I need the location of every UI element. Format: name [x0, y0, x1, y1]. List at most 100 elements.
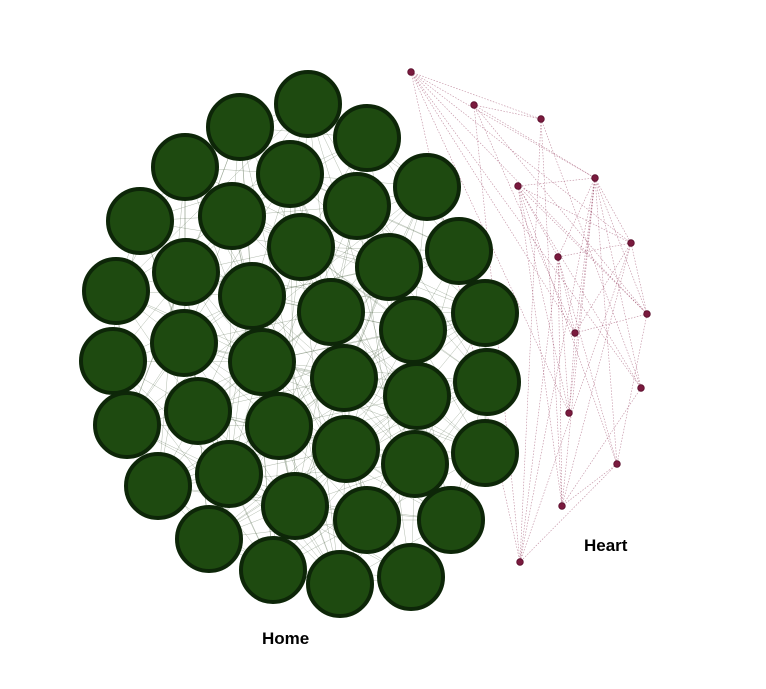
heart-node [470, 101, 478, 109]
graph-edge [473, 104, 576, 334]
graph-edge [228, 215, 233, 475]
heart-nodes [407, 68, 651, 566]
home-node [239, 536, 307, 604]
graph-edge [473, 104, 542, 120]
home-node [453, 348, 521, 416]
heart-cluster-label: Heart [584, 536, 628, 555]
graph-edge [519, 463, 618, 563]
graph-edge [557, 242, 632, 258]
heart-node [407, 68, 415, 76]
home-node [333, 104, 401, 172]
heart-node [591, 174, 599, 182]
graph-edge [594, 177, 618, 465]
heart-node [516, 558, 524, 566]
home-node [451, 279, 519, 347]
home-node [383, 362, 451, 430]
home-node [79, 327, 147, 395]
graph-edge [410, 71, 576, 334]
home-node [393, 153, 461, 221]
home-node [312, 415, 380, 483]
graph-edge [517, 177, 596, 187]
graph-edge [594, 177, 648, 315]
graph-edge [561, 242, 632, 507]
home-node [256, 140, 324, 208]
graph-edge [517, 185, 563, 507]
graph-edge [557, 256, 570, 414]
graph-edge [410, 71, 632, 244]
graph-edge [410, 71, 642, 389]
graph-edge [574, 177, 596, 334]
graph-edge [519, 256, 559, 563]
graph-edge [557, 256, 576, 334]
graph-edge [517, 185, 559, 258]
home-node [261, 472, 329, 540]
graph-edge [517, 185, 618, 465]
home-node [425, 217, 493, 285]
heart-node [514, 182, 522, 190]
home-node [93, 391, 161, 459]
graph-edge [568, 332, 576, 414]
home-node [451, 419, 519, 487]
graph-edge [519, 177, 596, 563]
home-node [245, 392, 313, 460]
home-node [323, 172, 391, 240]
home-node [152, 238, 220, 306]
home-node [274, 70, 342, 138]
home-node [267, 213, 335, 281]
graph-edge [574, 242, 632, 334]
home-node [310, 344, 378, 412]
graph-edge [208, 395, 418, 540]
graph-edge [561, 463, 618, 507]
heart-node [558, 502, 566, 510]
home-node [175, 505, 243, 573]
graph-edge [473, 104, 596, 179]
home-node [355, 233, 423, 301]
graph-edge [557, 256, 618, 465]
graph-edge [517, 185, 632, 244]
heart-node [643, 310, 651, 318]
home-node [306, 550, 374, 618]
graph-edge [251, 250, 460, 297]
graph-edge [410, 71, 570, 414]
heart-node [554, 253, 562, 261]
graph-edge [307, 103, 332, 313]
graph-edge [261, 312, 486, 363]
home-nodes [79, 70, 521, 618]
graph-edge [410, 71, 596, 179]
graph-edge [568, 177, 596, 414]
graph-edge [594, 177, 632, 244]
heart-node [613, 460, 621, 468]
graph-edge [557, 177, 596, 258]
heart-node [571, 329, 579, 337]
graph-edge [519, 242, 632, 563]
graph-edge [616, 313, 648, 465]
graph-edge [557, 256, 563, 507]
graph-edge [540, 118, 642, 389]
graph-edge [517, 185, 642, 389]
home-node [151, 133, 219, 201]
graph-edge [517, 185, 648, 315]
graph-edge [574, 313, 648, 334]
graph-edge [410, 71, 648, 315]
home-node [297, 278, 365, 346]
graph-edge [517, 185, 570, 414]
heart-node [537, 115, 545, 123]
heart-node [565, 409, 573, 417]
home-node [379, 296, 447, 364]
graph-edge [519, 118, 542, 563]
home-cluster-label: Home [262, 629, 310, 648]
heart-node [627, 239, 635, 247]
home-node [417, 486, 485, 554]
home-node [82, 257, 150, 325]
home-node [333, 486, 401, 554]
home-node [228, 328, 296, 396]
home-node [124, 452, 192, 520]
graph-edge [561, 177, 596, 507]
home-node [195, 440, 263, 508]
graph-edge [410, 71, 542, 120]
graph-edge [473, 104, 648, 315]
home-node [377, 543, 445, 611]
graph-edge [561, 387, 642, 507]
home-node [198, 182, 266, 250]
